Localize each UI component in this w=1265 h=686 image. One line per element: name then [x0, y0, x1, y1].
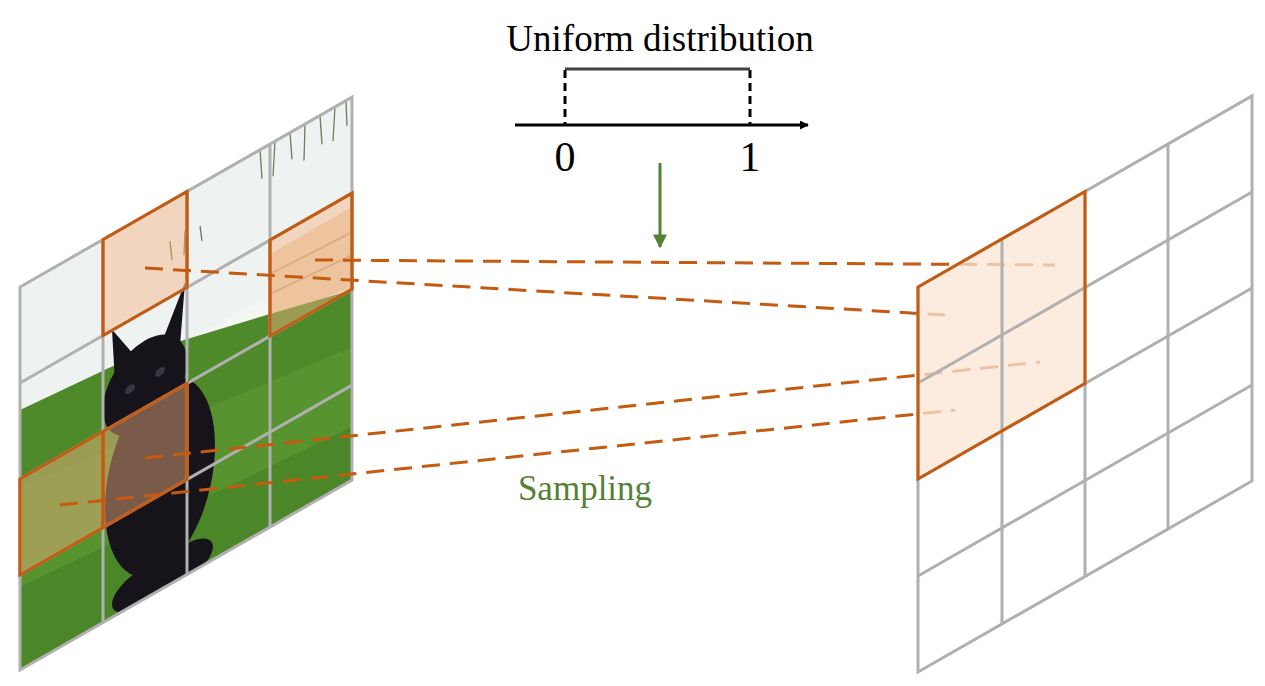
axis-title: Uniform distribution [506, 20, 813, 57]
sampling-arrow [659, 163, 662, 247]
process-label: Sampling [518, 471, 652, 506]
tick-label: 1 [740, 136, 761, 178]
image-grid [20, 97, 352, 675]
tick-label: 0 [555, 136, 576, 178]
uniform-axis [515, 69, 808, 125]
sampling-lines [60, 260, 1055, 505]
output-grid [918, 96, 1252, 672]
